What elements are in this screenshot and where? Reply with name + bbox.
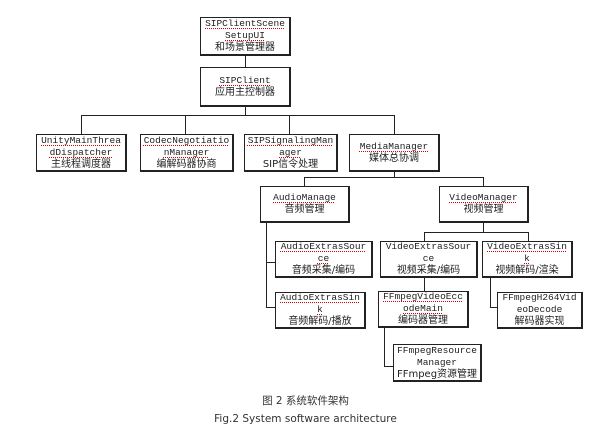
connector-to-media [394, 115, 395, 134]
node-audio-extras-sink: AudioExtrasSink 音频解码/播放 [275, 292, 366, 329]
connector-encode-trunk [384, 327, 385, 367]
node-scene-setup: SIPClientSceneSetupUI 和场景管理器 [200, 17, 291, 56]
node-label-en: VideoExtrasSource [385, 241, 472, 264]
node-unity-dispatcher: UnityMainThreadDispatcher 主线程调度器 [36, 134, 127, 172]
connector-scene-to-client [245, 55, 246, 67]
connector-to-audio-sink [266, 307, 275, 308]
node-label-en: AudioExtrasSource [280, 241, 367, 264]
connector-media-down [394, 171, 395, 178]
connector-to-video-source [424, 232, 425, 241]
connector-to-resource [384, 366, 394, 367]
node-video-extras-sink: VideoExtrasSink 视频解码/渲染 [482, 241, 573, 278]
node-label-zh: 媒体总协调 [369, 152, 419, 164]
connector-to-h264 [490, 307, 497, 308]
node-label-zh: 音频管理 [284, 204, 325, 215]
node-label-en: FFmpegH264VideoDecode [502, 292, 577, 315]
figure-caption-zh: 图 2 系统软件架构 [262, 395, 349, 407]
node-label-en: SIPClient [219, 74, 271, 86]
connector-sink-trunk [490, 277, 491, 308]
node-label-en: VideoExtrasSink [487, 241, 567, 264]
connector-video-bus [424, 232, 529, 233]
node-video-manager: VideoManager 视频管理 [439, 186, 529, 223]
node-label-en: MediaManager [359, 140, 429, 152]
node-label-en: AudioManage [273, 192, 336, 203]
connector-to-unity [81, 115, 82, 134]
node-audio-manage: AudioManage 音频管理 [260, 186, 350, 223]
node-label-zh: 音频解码/播放 [288, 316, 352, 327]
node-label-zh: SIP信令处理 [262, 158, 319, 170]
node-video-extras-source: VideoExtrasSource 视频采集/编码 [380, 241, 478, 278]
node-label-zh: 和场景管理器 [215, 42, 275, 53]
node-label-zh: FFmpeg资源管理 [396, 368, 478, 380]
node-label-en: FFmpegVideoEccodeMain [383, 291, 463, 314]
connector-client-bus [81, 115, 395, 116]
connector-media-bus [304, 177, 484, 178]
figure-caption-en: Fig.2 System software architecture [214, 413, 397, 425]
node-label-en: SIPClientSceneSetupUI [205, 18, 285, 41]
connector-to-audio-source [266, 262, 275, 263]
node-label-zh: 主线程调度器 [51, 158, 111, 170]
node-label-zh: 编码器管理 [398, 315, 448, 326]
connector-to-signaling [289, 115, 290, 134]
node-label-en: AudioExtrasSink [280, 292, 360, 315]
connector-client-down [245, 106, 246, 116]
node-label-en: FFmpegResourceManager [397, 344, 477, 368]
node-audio-extras-source: AudioExtrasSource 音频采集/编码 [275, 241, 373, 278]
connector-to-codec [185, 115, 186, 134]
node-codec-negotiation: CodecNegotiationManager 编解码器协商 [140, 134, 234, 172]
node-label-en: CodecNegotiationManager [143, 134, 230, 158]
node-label-en: UnityMainThreadDispatcher [41, 134, 121, 158]
node-ffmpeg-video-encode: FFmpegVideoEccodeMain 编码器管理 [378, 291, 469, 328]
connector-to-video-manager [483, 177, 484, 186]
node-ffmpeg-h264-decode: FFmpegH264VideoDecode 解码器实现 [497, 292, 583, 329]
node-label-zh: 视频采集/编码 [396, 265, 461, 276]
node-sip-signaling: SIPSignalingManager SIP信令处理 [244, 134, 338, 172]
node-label-zh: 编解码器协商 [156, 158, 217, 170]
connector-audio-trunk [266, 222, 267, 308]
node-label-en: SIPSignalingManager [247, 134, 334, 158]
node-label-en: VideoManager [449, 192, 518, 203]
connector-video-manager-down [483, 222, 484, 233]
node-media-manager: MediaManager 媒体总协调 [349, 134, 440, 172]
node-sip-client: SIPClient 应用主控制器 [200, 67, 291, 107]
connector-to-video-sink [528, 232, 529, 241]
node-label-zh: 应用主控制器 [215, 86, 275, 98]
node-label-zh: 视频管理 [463, 204, 504, 215]
connector-to-audio-manage [304, 177, 305, 186]
node-label-zh: 音频采集/编码 [291, 265, 356, 276]
connector-video-source-to-encode [424, 277, 425, 292]
node-label-zh: 解码器实现 [514, 316, 565, 327]
node-label-zh: 视频解码/渲染 [495, 265, 559, 276]
node-ffmpeg-resource: FFmpegResourceManager FFmpeg资源管理 [393, 344, 482, 382]
